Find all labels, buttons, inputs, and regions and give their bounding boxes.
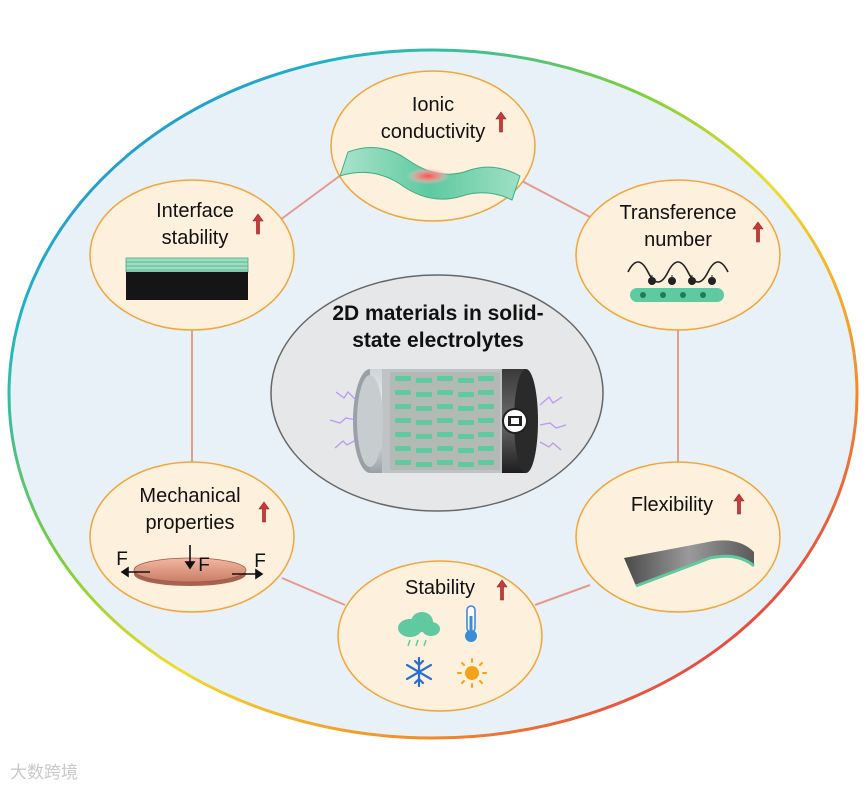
flexibility-label-line1: Flexibility (630, 494, 714, 516)
transference-label: Transference number (588, 200, 768, 254)
transference-graphic (627, 261, 729, 302)
stability-label-line1: Stability (404, 577, 476, 599)
connector-lines (191, 171, 679, 606)
mechanical-label-line1: Mechanical (139, 485, 241, 507)
sun-icon (457, 658, 487, 688)
cloud-rain-icon (398, 612, 440, 647)
solid-state-battery (329, 369, 567, 473)
center-title: 2D materials in solid- state electrolyte… (300, 300, 576, 354)
node-flexibility (575, 461, 781, 613)
watermark: 大数跨境 (10, 763, 78, 783)
node-stability (337, 560, 543, 712)
mechanical-label-line2: properties (145, 512, 235, 534)
center-title-line2: state electrolytes (352, 329, 524, 352)
interface-label-line2: stability (161, 227, 229, 249)
stability-label: Stability (350, 575, 530, 602)
force-label-right: F (254, 551, 266, 572)
snowflake-icon (405, 656, 433, 688)
interface-label: Interface stability (105, 198, 285, 252)
transference-label-line1: Transference (619, 202, 737, 224)
flexible-film-graphic (624, 540, 755, 588)
mechanical-disc-graphic (120, 545, 264, 586)
mechanical-label: Mechanical properties (100, 483, 280, 537)
transference-label-line2: number (644, 229, 712, 251)
flexibility-label: Flexibility (588, 492, 756, 519)
interface-label-line1: Interface (156, 200, 234, 222)
ionic-label-line1: Ionic (411, 94, 455, 116)
node-transference-number (575, 179, 781, 331)
center-title-line1: 2D materials in solid- (332, 302, 544, 325)
ionic-label: Ionic conductivity (343, 92, 523, 146)
interface-block-graphic (125, 257, 249, 300)
ionic-label-line2: conductivity (380, 121, 486, 143)
thermometer-icon (465, 605, 477, 642)
ionic-sheet-graphic (339, 147, 521, 201)
force-label-top: F (198, 555, 210, 576)
force-label-left: F (116, 549, 128, 570)
